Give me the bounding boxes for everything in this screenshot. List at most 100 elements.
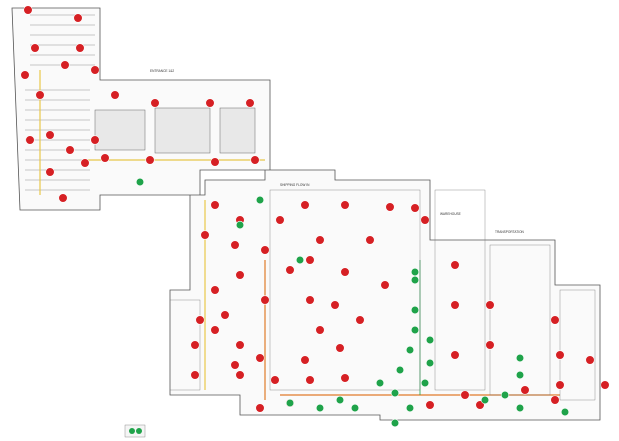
red-marker bbox=[110, 90, 120, 100]
red-marker bbox=[355, 315, 365, 325]
green-marker bbox=[375, 378, 385, 388]
red-marker bbox=[300, 355, 310, 365]
red-marker bbox=[450, 350, 460, 360]
red-marker bbox=[285, 265, 295, 275]
red-marker bbox=[255, 353, 265, 363]
red-marker bbox=[410, 203, 420, 213]
red-marker bbox=[340, 267, 350, 277]
green-marker bbox=[410, 325, 420, 335]
red-marker bbox=[100, 153, 110, 163]
zone-label-transportation: TRANSPORTATION bbox=[495, 230, 525, 234]
markers bbox=[20, 5, 610, 428]
red-marker bbox=[220, 310, 230, 320]
red-marker bbox=[450, 300, 460, 310]
green-marker bbox=[395, 365, 405, 375]
red-marker bbox=[190, 340, 200, 350]
red-marker bbox=[80, 158, 90, 168]
red-marker bbox=[305, 375, 315, 385]
red-marker bbox=[90, 135, 100, 145]
red-marker bbox=[235, 340, 245, 350]
green-marker bbox=[390, 418, 400, 428]
red-marker bbox=[145, 155, 155, 165]
green-marker bbox=[405, 345, 415, 355]
red-marker bbox=[260, 245, 270, 255]
red-marker bbox=[25, 135, 35, 145]
red-marker bbox=[205, 98, 215, 108]
red-marker bbox=[200, 230, 210, 240]
red-marker bbox=[485, 300, 495, 310]
red-marker bbox=[305, 255, 315, 265]
red-marker bbox=[340, 373, 350, 383]
red-marker bbox=[275, 215, 285, 225]
green-marker bbox=[350, 403, 360, 413]
green-marker bbox=[410, 305, 420, 315]
zone-text: ENTRANCE 1&2 SHIPPING FLOW IN WAREHOUSE … bbox=[150, 69, 525, 234]
red-marker bbox=[65, 145, 75, 155]
red-marker bbox=[550, 315, 560, 325]
green-marker bbox=[480, 395, 490, 405]
green-marker bbox=[135, 177, 145, 187]
red-marker bbox=[230, 240, 240, 250]
green-marker bbox=[390, 388, 400, 398]
red-marker bbox=[75, 43, 85, 53]
red-marker bbox=[58, 193, 68, 203]
red-marker bbox=[420, 215, 430, 225]
red-marker bbox=[210, 285, 220, 295]
red-marker bbox=[585, 355, 595, 365]
red-marker bbox=[300, 200, 310, 210]
green-marker bbox=[425, 358, 435, 368]
green-marker bbox=[335, 395, 345, 405]
red-marker bbox=[340, 200, 350, 210]
red-marker bbox=[195, 315, 205, 325]
red-marker bbox=[20, 70, 30, 80]
green-marker bbox=[295, 255, 305, 265]
red-marker bbox=[555, 380, 565, 390]
red-marker bbox=[60, 60, 70, 70]
green-marker bbox=[405, 403, 415, 413]
red-marker bbox=[90, 65, 100, 75]
green-marker bbox=[235, 220, 245, 230]
green-marker bbox=[420, 378, 430, 388]
red-marker bbox=[210, 325, 220, 335]
red-marker bbox=[30, 43, 40, 53]
red-marker bbox=[260, 295, 270, 305]
green-marker bbox=[515, 353, 525, 363]
red-marker bbox=[35, 90, 45, 100]
green-marker bbox=[515, 370, 525, 380]
red-marker bbox=[315, 235, 325, 245]
red-marker bbox=[485, 340, 495, 350]
green-marker bbox=[500, 390, 510, 400]
green-marker bbox=[410, 267, 420, 277]
red-marker bbox=[460, 390, 470, 400]
red-marker bbox=[210, 200, 220, 210]
red-marker bbox=[210, 157, 220, 167]
red-marker bbox=[73, 13, 83, 23]
green-marker bbox=[425, 335, 435, 345]
red-marker bbox=[380, 280, 390, 290]
red-marker bbox=[235, 270, 245, 280]
red-marker bbox=[365, 235, 375, 245]
green-marker bbox=[255, 195, 265, 205]
zone-label-warehouse: WAREHOUSE bbox=[440, 212, 461, 216]
red-marker bbox=[450, 260, 460, 270]
green-marker bbox=[560, 407, 570, 417]
red-marker bbox=[23, 5, 33, 15]
red-marker bbox=[235, 370, 245, 380]
red-marker bbox=[150, 98, 160, 108]
red-marker bbox=[45, 167, 55, 177]
legend-green-icon bbox=[136, 428, 142, 434]
red-marker bbox=[255, 403, 265, 413]
green-marker bbox=[285, 398, 295, 408]
red-marker bbox=[335, 343, 345, 353]
red-marker bbox=[245, 98, 255, 108]
top-hall-blocks bbox=[94, 107, 256, 154]
carpark-rows bbox=[25, 14, 95, 191]
red-marker bbox=[600, 380, 610, 390]
green-marker bbox=[410, 275, 420, 285]
red-marker bbox=[305, 295, 315, 305]
red-marker bbox=[270, 375, 280, 385]
red-marker bbox=[330, 300, 340, 310]
red-marker bbox=[385, 202, 395, 212]
